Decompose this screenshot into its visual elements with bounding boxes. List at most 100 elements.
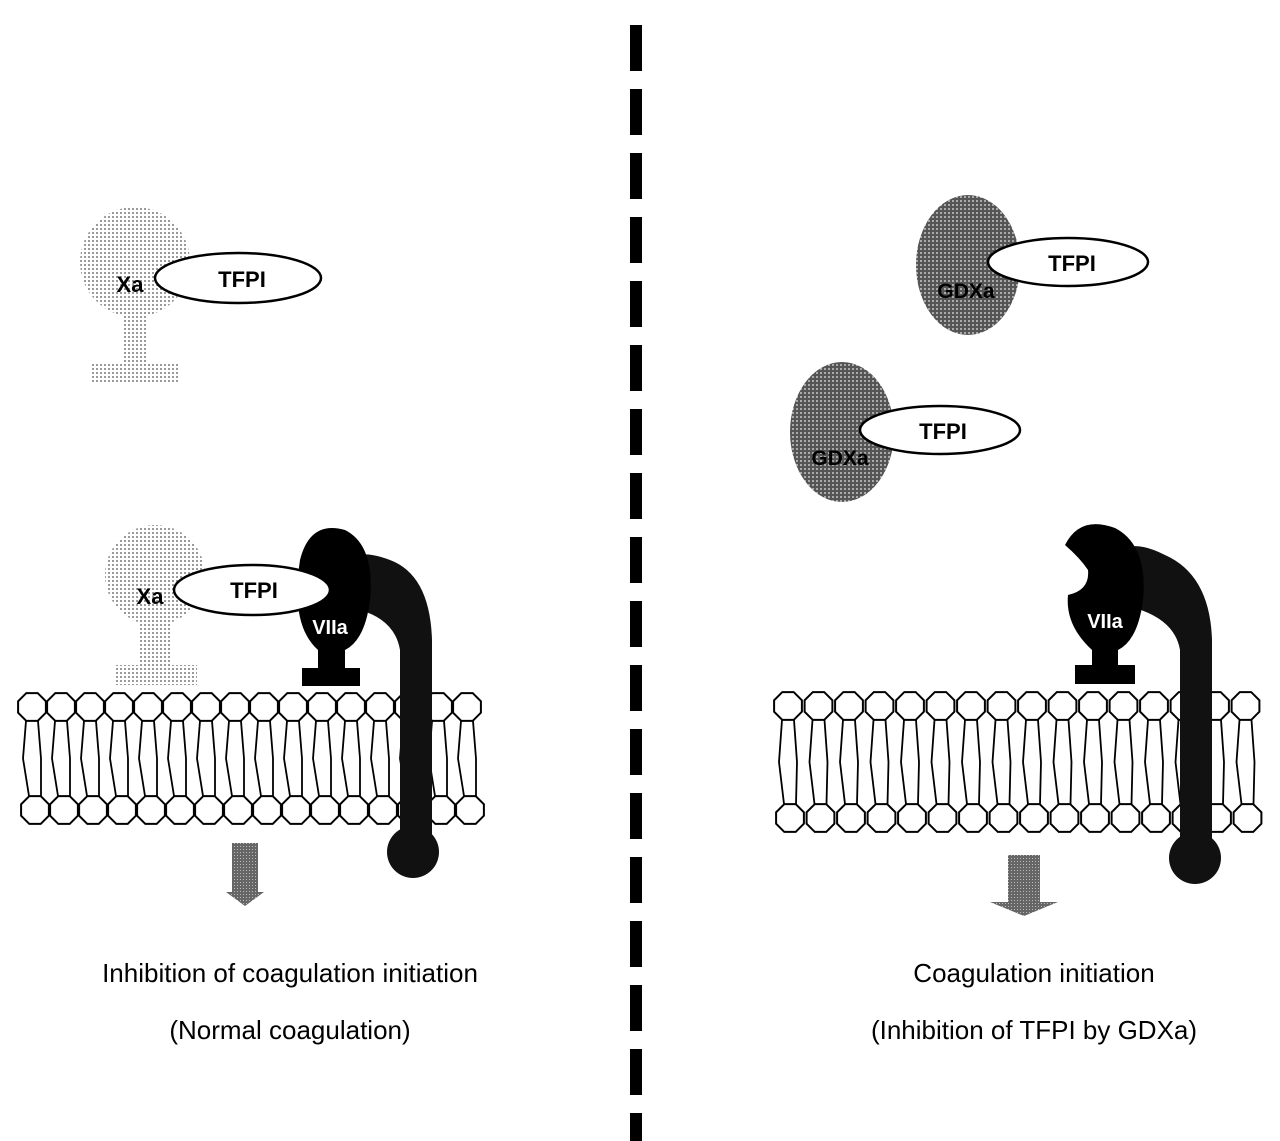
gdxa-tfpi-complex-1: GDXa TFPI — [916, 195, 1150, 335]
lipid-head — [1017, 691, 1047, 721]
tfpi-shape — [858, 404, 1022, 456]
lipid-head — [281, 795, 311, 825]
caption-right-line1: Coagulation initiation — [913, 958, 1154, 988]
lipid-head — [805, 803, 836, 833]
lipid-head — [133, 692, 163, 722]
lipid-head — [249, 692, 279, 722]
xa-label: Xa — [117, 272, 145, 297]
tissue-factor-shape — [1115, 546, 1221, 884]
lipid-head — [165, 795, 195, 825]
lipid-head — [191, 692, 221, 722]
lipid-head — [1049, 803, 1080, 833]
divider-dash — [630, 921, 642, 967]
lipid-head — [455, 795, 485, 825]
lipid-head — [925, 691, 956, 721]
lipid-head — [78, 795, 108, 825]
divider-dash — [630, 729, 642, 775]
lipid-head — [897, 803, 927, 833]
gdxa-shape — [790, 362, 894, 502]
lipid-head — [336, 692, 366, 722]
lipid-head — [310, 795, 340, 825]
divider-dash — [630, 857, 642, 903]
lipid-head — [775, 803, 805, 833]
dashed-divider — [630, 25, 642, 1141]
lipid-head — [220, 692, 250, 722]
down-arrow-left — [226, 843, 264, 906]
divider-dash — [630, 601, 642, 647]
gdxa-tfpi-complex-2: GDXa TFPI — [790, 362, 1022, 502]
lipid-head — [927, 803, 958, 833]
gdxa-label: GDXa — [937, 280, 995, 303]
lipid-head — [803, 691, 834, 721]
lipid-head — [895, 691, 925, 721]
viia-shape — [297, 528, 371, 686]
divider-dash — [630, 89, 642, 135]
divider-dash — [630, 1113, 642, 1141]
lipid-head — [1232, 803, 1263, 833]
lipid-head — [75, 692, 105, 722]
divider-dash — [630, 1049, 642, 1095]
divider-dash — [630, 985, 642, 1031]
lipid-head — [1080, 803, 1110, 833]
tfpi-shape — [153, 251, 323, 305]
divider-dash — [630, 537, 642, 583]
lipid-head — [223, 795, 253, 825]
gdxa-label: GDXa — [811, 447, 869, 470]
lipid-head — [864, 691, 895, 721]
lipid-head — [194, 795, 224, 825]
divider-dash — [630, 25, 642, 71]
xa-tfpi-free-complex: Xa TFPI — [80, 207, 323, 382]
lipid-head — [20, 795, 50, 825]
lipid-head — [252, 795, 282, 825]
viia-label: VIIa — [1087, 611, 1123, 633]
gdxa-shape — [916, 195, 1020, 335]
lipid-head — [17, 692, 47, 722]
tissue-factor-shape — [345, 554, 439, 878]
lipid-head — [1110, 803, 1141, 833]
lipid-head — [1230, 691, 1261, 721]
divider-dash — [630, 345, 642, 391]
divider-dash — [630, 281, 642, 327]
caption-right-line2: (Inhibition of TFPI by GDXa) — [871, 1015, 1197, 1045]
viia-tf-complex: VIIa — [1065, 524, 1221, 884]
caption-left-line1: Inhibition of coagulation initiation — [102, 958, 478, 988]
lipid-head — [1108, 691, 1139, 721]
divider-dash — [630, 473, 642, 519]
lipid-head — [104, 692, 134, 722]
tfpi-shape — [172, 563, 332, 617]
lipid-head — [834, 691, 864, 721]
lipid-head — [46, 692, 76, 722]
xa-label: Xa — [137, 584, 165, 609]
lipid-head — [368, 795, 398, 825]
lipid-head — [836, 803, 866, 833]
tfpi-label: TFPI — [218, 267, 266, 292]
lipid-head — [307, 692, 337, 722]
divider-dash — [630, 153, 642, 199]
divider-dash — [630, 665, 642, 711]
lipid-head — [956, 691, 986, 721]
lipid-head — [1139, 691, 1169, 721]
lipid-head — [365, 692, 395, 722]
divider-dash — [630, 793, 642, 839]
lipid-head — [866, 803, 897, 833]
lipid-head — [1019, 803, 1049, 833]
lipid-head — [1047, 691, 1078, 721]
lipid-head — [49, 795, 79, 825]
tfpi-shape — [986, 236, 1150, 288]
lipid-head — [452, 692, 482, 722]
xa-tfpi-viia-tf-complex: VIIa Xa TFPI — [105, 525, 439, 878]
lipid-head — [107, 795, 137, 825]
tfpi-label: TFPI — [230, 578, 278, 603]
lipid-head — [986, 691, 1017, 721]
viia-label: VIIa — [312, 617, 348, 639]
lipid-head — [1141, 803, 1171, 833]
tfpi-label: TFPI — [919, 419, 967, 444]
divider-dash — [630, 409, 642, 455]
lipid-head — [339, 795, 369, 825]
caption-left-line2: (Normal coagulation) — [169, 1015, 410, 1045]
lipid-head — [162, 692, 192, 722]
lipid-head — [1078, 691, 1108, 721]
tfpi-label: TFPI — [1048, 251, 1096, 276]
viia-shape — [1065, 524, 1144, 684]
